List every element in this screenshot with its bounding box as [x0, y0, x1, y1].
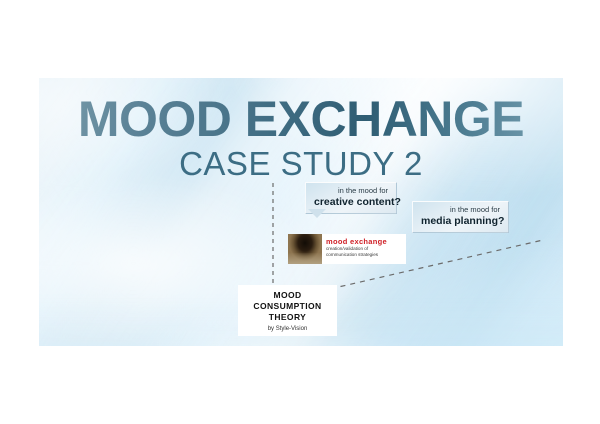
- diagram: in the mood for creative content? in the…: [39, 78, 563, 346]
- callout-creative-line2: creative content?: [314, 196, 401, 208]
- callout-creative-line1: in the mood for: [337, 186, 388, 195]
- mood-consumption-theory-box[interactable]: MOOD CONSUMPTION THEORY by Style-Vision: [238, 285, 337, 336]
- mood-exchange-thumbnail-image: [288, 234, 322, 264]
- theory-title-line2: CONSUMPTION: [253, 301, 322, 311]
- page-subtitle: CASE STUDY 2: [179, 145, 423, 182]
- page-title: MOOD EXCHANGE: [39, 92, 563, 146]
- presentation-slide: MOOD EXCHANGE CASE STUDY 2 in the mood f…: [39, 78, 563, 346]
- theory-title-line3: THEORY: [268, 312, 307, 322]
- connector-lines: [272, 183, 544, 292]
- theory-byline: by Style-Vision: [267, 326, 308, 332]
- callout-creative-content[interactable]: in the mood for creative content?: [305, 182, 401, 214]
- theory-title-line1: MOOD: [273, 290, 302, 300]
- callout-creative-tail-icon: [308, 209, 326, 218]
- callout-media-line2: media planning?: [421, 215, 505, 227]
- callout-media-line1: in the mood for: [449, 205, 500, 214]
- mood-exchange-wordmark: mood exchange: [326, 237, 387, 246]
- mood-exchange-tagline-line1: creation/validation of: [326, 246, 369, 251]
- mood-exchange-logo-block[interactable]: mood exchange creation/validation of com…: [288, 234, 406, 264]
- mood-exchange-logo-text: mood exchange creation/validation of com…: [322, 234, 406, 264]
- mood-exchange-tagline-line2: communication strategies: [326, 252, 379, 257]
- diagonal-dashed-connector: [320, 239, 544, 292]
- callout-media-planning[interactable]: in the mood for media planning?: [412, 201, 509, 233]
